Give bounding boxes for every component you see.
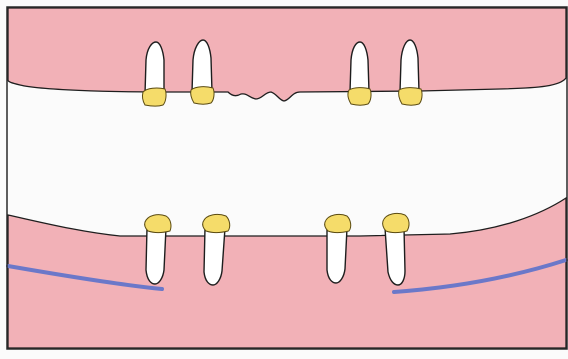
upper-gum bbox=[8, 8, 566, 101]
root-tooth bbox=[146, 228, 166, 284]
root-coping bbox=[348, 88, 371, 106]
root-coping bbox=[142, 88, 166, 106]
root-coping bbox=[203, 214, 230, 232]
root-tooth bbox=[145, 42, 164, 94]
root-coping bbox=[399, 88, 422, 106]
root-tooth bbox=[327, 228, 347, 283]
root-coping bbox=[145, 215, 171, 233]
root-coping bbox=[383, 213, 409, 232]
root-coping bbox=[325, 214, 351, 232]
root-tooth bbox=[400, 40, 419, 92]
root-tooth bbox=[350, 42, 369, 92]
root-coping bbox=[191, 87, 214, 104]
